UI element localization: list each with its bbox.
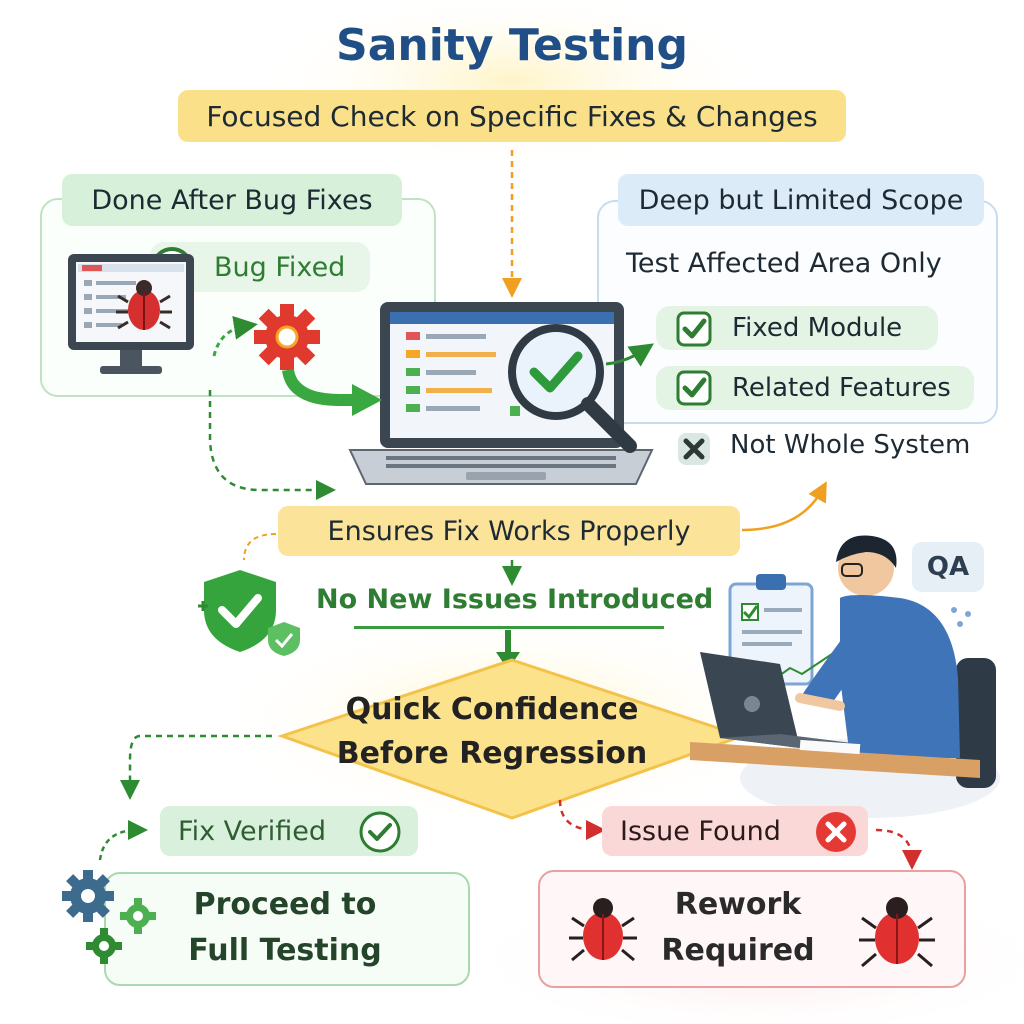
cross-box-icon [678,433,710,465]
checkbox-checked-icon [676,311,712,347]
decision-diamond [277,658,747,820]
qa-engineer-illustration [690,535,1000,818]
gear-icon [254,304,320,370]
proceed-panel [104,872,470,986]
subtitle-banner: Focused Check on Specific Fixes & Change… [178,90,846,142]
ensures-fix-banner: Ensures Fix Works Properly [278,506,740,556]
fix-verified-label: Fix Verified [178,815,326,847]
bug-icon [116,280,172,330]
qa-speech-bubble: QA [912,542,984,592]
decision-label-line: Before Regression [336,736,648,771]
decision-label: Quick Confidence Before Regression [300,688,684,776]
no-new-issues-text: No New Issues Introduced [316,584,714,615]
bug-icon [569,898,637,962]
page-title: Sanity Testing [336,20,688,71]
scope-item-label: Fixed Module [732,313,903,343]
proceed-label: Proceed to Full Testing [152,882,418,974]
gears-icon [62,870,156,964]
checkbox-checked-icon [676,370,712,406]
error-circle-icon [816,812,856,852]
decision-label-line: Quick Confidence [345,692,639,727]
dots-decoration [951,607,971,627]
right-panel-title: Deep but Limited Scope [618,174,984,226]
check-circle-icon [359,811,401,853]
magnifier-icon [508,324,637,453]
scope-item-label: Related Features [732,373,951,403]
bug-icon [859,897,935,968]
scope-description: Test Affected Area Only [626,248,942,279]
proceed-label-line: Proceed to [193,887,377,922]
laptop-magnifier-icon [348,302,654,485]
rework-label: Rework Required [640,882,836,974]
scope-item-not-whole-system: Not Whole System [730,430,971,460]
issue-found-label: Issue Found [620,815,781,847]
rework-label-line: Rework [674,887,802,922]
monitor-bug-icon [68,254,194,374]
shield-check-icon [198,570,300,656]
rework-label-line: Required [661,933,815,968]
divider [354,626,664,629]
proceed-label-line: Full Testing [188,933,382,968]
left-panel-title: Done After Bug Fixes [62,174,402,226]
